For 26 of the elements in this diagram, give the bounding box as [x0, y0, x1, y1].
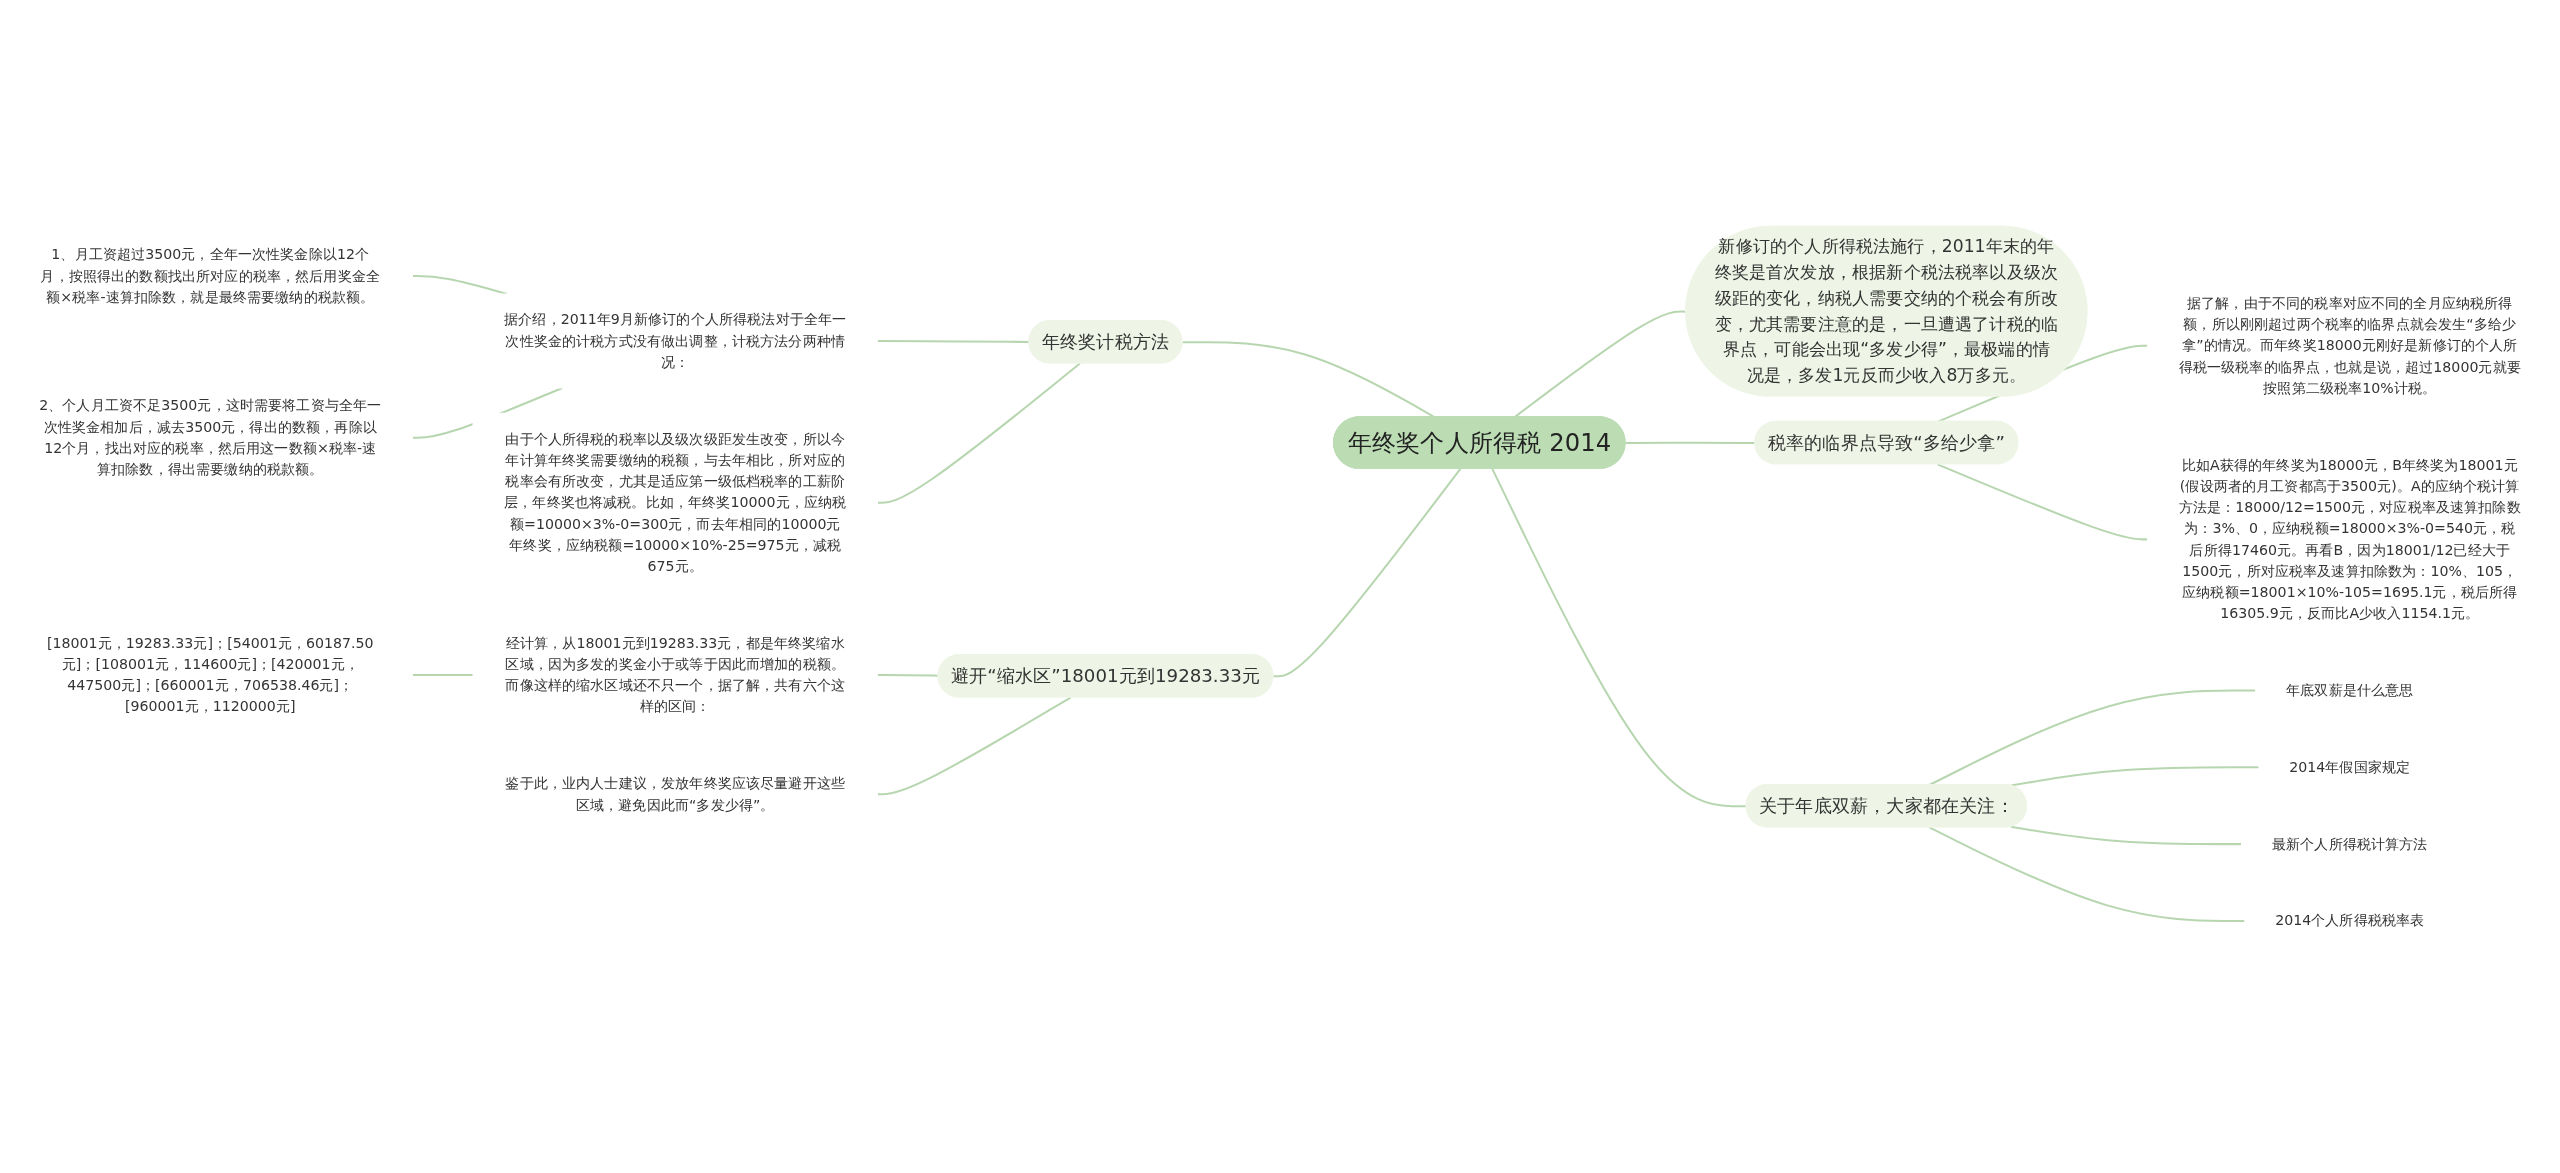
node-text: 年底双薪是什么意思	[2286, 681, 2414, 699]
node-text: 2014年假国家规定	[2289, 758, 2411, 775]
connector	[1625, 441, 1756, 445]
connector	[412, 275, 508, 295]
node-text: 比如A获得的年终奖为18000元，B年终奖为18001元(假设两者的月工资都高于3500元)。A的应纳个税计算方法是：18000/12=1500元，对应税率及速算扣除数为：3%、0，应纳税额=18000×3%-0=540元，税后所得17460元。再看B，因为18001/12已经大于1500元，所对应税率及速算扣除数为：10%、105，应纳税额=18001×10%-105=1695.1元，税后所得16305.9元，反而比A少收入1154.1元。	[2178, 456, 2521, 622]
connector	[1937, 463, 2148, 541]
node-text: 鉴于此，业内人士建议，发放年终奖应该尽量避开这些区域，避免因此而“多发少得”。	[505, 775, 846, 813]
connector	[2010, 766, 2259, 787]
node-text: 2、个人月工资不足3500元，这时需要将工资与全年一次性奖金相加后，减去3500元，得出的数额，再除以12个月，找出对应的税率，然后用这一数额×税率-速算扣除数，得出需要缴纳的税款额。	[39, 397, 382, 478]
connector	[1273, 468, 1462, 678]
node-text: 最新个人所得税计算方法	[2271, 835, 2428, 852]
node-text: 经计算，从18001元到19283.33元，都是年终奖缩水区域，因为多发的奖金小于或等于因此而增加的税额。而像这样的缩水区域还不只一个，据了解，共有六个这样的区间：	[505, 634, 846, 715]
connector	[1928, 826, 2245, 922]
node-text: 由于个人所得税的税率以及级次级距发生改变，所以今年计算年终奖需要缴纳的税额，与去年相比，所对应的税率会有所改变，尤其是适应第一级低档税率的工薪阶层，年终奖也将减税。比如，年终奖10000元，应纳税额=10000×3%-0=300元，而去年相同的10000元年终奖，应纳税额=10000×10%-25=975元，减税675元。	[504, 430, 847, 574]
connector	[877, 674, 939, 677]
node-text: 1、月工资超过3500元，全年一次性奖金除以12个月，按照得出的数额找出所对应的税率，然后用奖金全额×税率-速算扣除数，就是最终需要缴纳的税款额。	[40, 246, 381, 305]
node-text: 据介绍，2011年9月新修订的个人所得税法对于全年一次性奖金的计税方式没有做出调整，计税方法分两种情况：	[504, 311, 847, 370]
node-text: [18001元，19283.33元]；[54001元，60187.50元]；[108001元，114600元]；[420001元，447500元]；[660001元，706538.46元]；[960001元，1120000元]	[46, 634, 374, 715]
connector	[2010, 825, 2242, 846]
node-text: 2014个人所得税税率表	[2275, 912, 2425, 929]
connector	[877, 362, 1081, 504]
connector	[412, 674, 474, 677]
node-text: 据了解，由于不同的税率对应不同的全月应纳税所得额，所以刚刚超过两个税率的临界点就会发生“多给少拿”的情况。而年终奖18000元刚好是新修订的个人所得税一级税率的临界点，也就是说，超过18000元就要按照第二级税率10%计税。	[2178, 294, 2521, 396]
connector	[877, 696, 1072, 796]
connector	[1928, 689, 2256, 786]
connector	[1491, 468, 1747, 808]
